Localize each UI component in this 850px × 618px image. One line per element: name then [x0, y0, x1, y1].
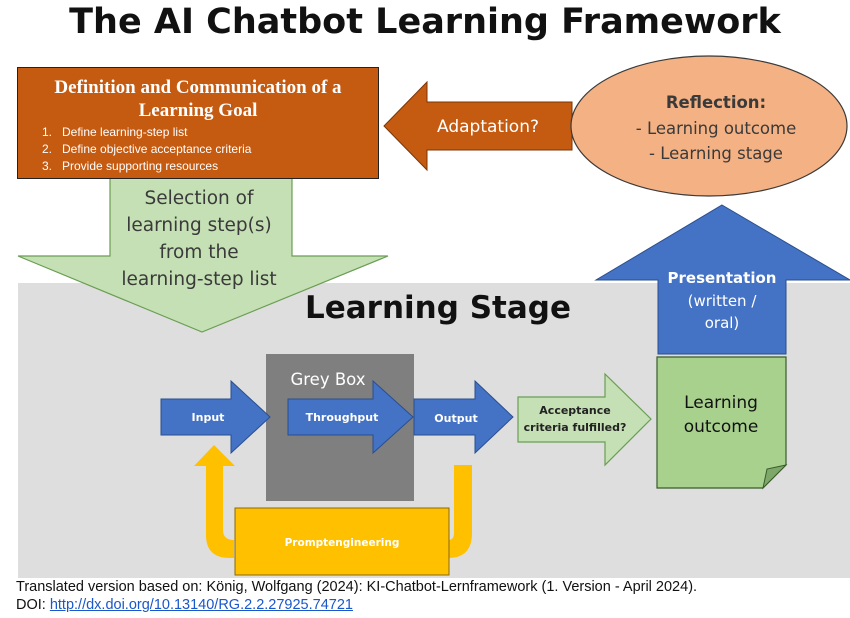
output-arrow — [413, 379, 514, 455]
outcome-line-1: Learning — [684, 393, 758, 413]
adaptation-label: Adaptation? — [437, 117, 539, 137]
presentation-title: Presentation — [668, 269, 777, 287]
prompt-label: Promptengineering — [285, 537, 400, 549]
learning-goal-list: 1.Define learning-step list 2.Define obj… — [18, 124, 378, 175]
learning-goal-item: 3.Provide supporting resources — [42, 159, 219, 173]
presentation-line-1: (written / — [688, 292, 758, 310]
learning-goal-box: Definition and Communication of a Learni… — [17, 67, 379, 179]
page-title: The AI Chatbot Learning Framework — [69, 2, 781, 42]
doi-link[interactable]: http://dx.doi.org/10.13140/RG.2.2.27925.… — [49, 597, 353, 613]
acceptance-line-2: criteria fulfilled? — [524, 421, 627, 434]
selection-text-1: Selection of — [145, 188, 254, 209]
selection-text-4: learning-step list — [121, 269, 276, 290]
doi-line: DOI: http://dx.doi.org/10.13140/RG.2.2.2… — [16, 597, 353, 613]
presentation-arrow — [594, 204, 850, 355]
reflection-ellipse — [570, 55, 848, 197]
citation-footer: Translated version based on: König, Wolf… — [16, 578, 697, 614]
prompt-loop-right — [448, 465, 472, 558]
input-arrow — [160, 379, 271, 455]
learning-stage-label: Learning Stage — [305, 290, 571, 326]
learning-goal-item: 1.Define learning-step list — [42, 125, 188, 139]
selection-text-3: from the — [159, 242, 238, 263]
throughput-arrow — [287, 379, 414, 455]
selection-arrow — [17, 176, 389, 333]
presentation-line-2: oral) — [705, 314, 740, 332]
prompt-box — [234, 507, 450, 576]
grey-box-label: Grey Box — [290, 370, 365, 389]
learning-goal-item: 2.Define objective acceptance criteria — [42, 142, 252, 156]
reflection-line-1: - Learning outcome — [636, 119, 797, 138]
learning-goal-title: Definition and Communication of a Learni… — [54, 77, 342, 121]
acceptance-arrow — [517, 372, 652, 467]
outcome-note-fold — [762, 464, 788, 490]
output-label: Output — [434, 412, 477, 425]
outcome-line-2: outcome — [684, 417, 759, 437]
reflection-title: Reflection: — [666, 93, 766, 112]
reflection-line-2: - Learning stage — [649, 144, 783, 163]
selection-text-2: learning step(s) — [126, 215, 271, 236]
prompt-loop-left — [194, 445, 235, 558]
acceptance-line-1: Acceptance — [539, 404, 610, 417]
input-label: Input — [192, 411, 225, 424]
throughput-label: Throughput — [306, 411, 379, 424]
citation-text: Translated version based on: König, Wolf… — [16, 579, 698, 595]
